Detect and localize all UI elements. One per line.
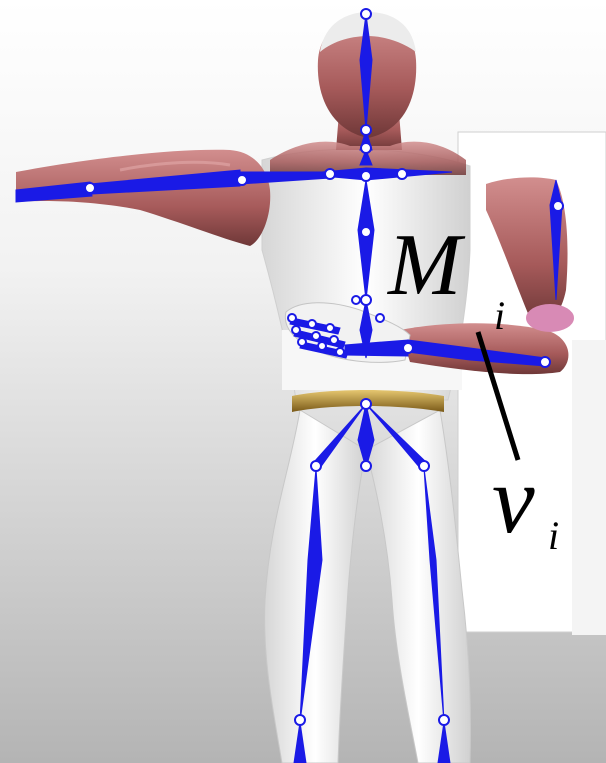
label-v-symbol: v xyxy=(492,452,535,548)
joint-marker xyxy=(526,304,574,332)
label-m-subscript: i xyxy=(494,296,505,336)
label-v-subscript: i xyxy=(548,516,559,556)
label-m-symbol: M xyxy=(388,222,461,310)
